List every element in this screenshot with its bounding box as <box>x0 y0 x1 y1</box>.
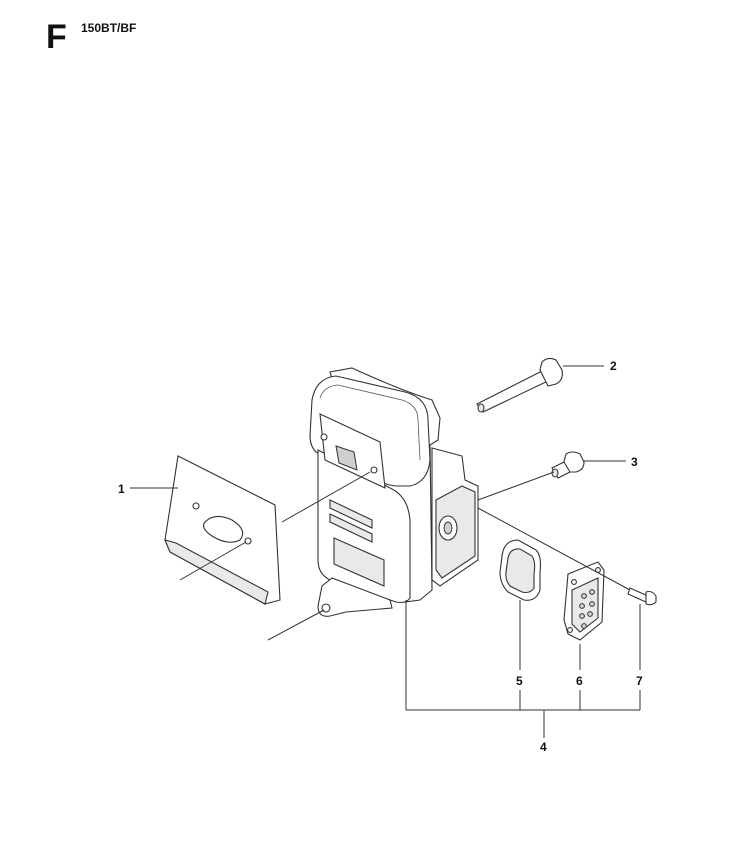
leader-lines <box>130 365 641 738</box>
part-3-short-bolt[interactable] <box>551 451 585 479</box>
part-5-screen[interactable] <box>499 539 542 601</box>
part-7-screw[interactable] <box>627 587 657 606</box>
model-label: 150BT/BF <box>81 21 137 35</box>
callout-3: 3 <box>631 455 638 469</box>
callout-6: 6 <box>576 674 583 688</box>
callout-5: 5 <box>516 674 523 688</box>
part-6-cover-plate[interactable] <box>563 561 605 641</box>
part-1-gasket[interactable] <box>164 455 281 605</box>
callout-2: 2 <box>610 359 617 373</box>
callout-1: 1 <box>118 482 125 496</box>
callout-4: 4 <box>540 740 547 754</box>
part-2-long-bolt[interactable] <box>476 357 563 413</box>
callout-7: 7 <box>636 674 643 688</box>
section-letter: F <box>46 18 67 56</box>
